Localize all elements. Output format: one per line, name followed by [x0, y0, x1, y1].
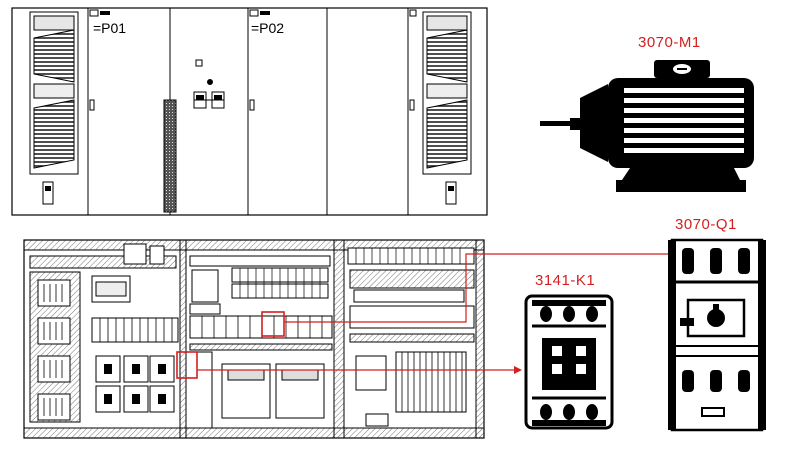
cabinet-outline — [11, 7, 488, 216]
highlight-box-k1 — [261, 311, 285, 337]
contactor-label: 3141-K1 — [535, 272, 596, 289]
fan-unit-right — [422, 11, 472, 205]
left-module-column — [37, 279, 71, 421]
fan-unit-left — [29, 11, 79, 205]
breaker-label: 3070-Q1 — [675, 216, 737, 233]
highlight-box-q1 — [176, 351, 198, 379]
section-label-p01: =P01 — [93, 20, 127, 36]
callout-line-q1 — [284, 253, 670, 323]
section-label-p02: =P02 — [251, 20, 285, 36]
cable-duct-mesh — [163, 99, 177, 213]
door-controls — [193, 59, 225, 109]
motor-label: 3070-M1 — [638, 34, 701, 51]
